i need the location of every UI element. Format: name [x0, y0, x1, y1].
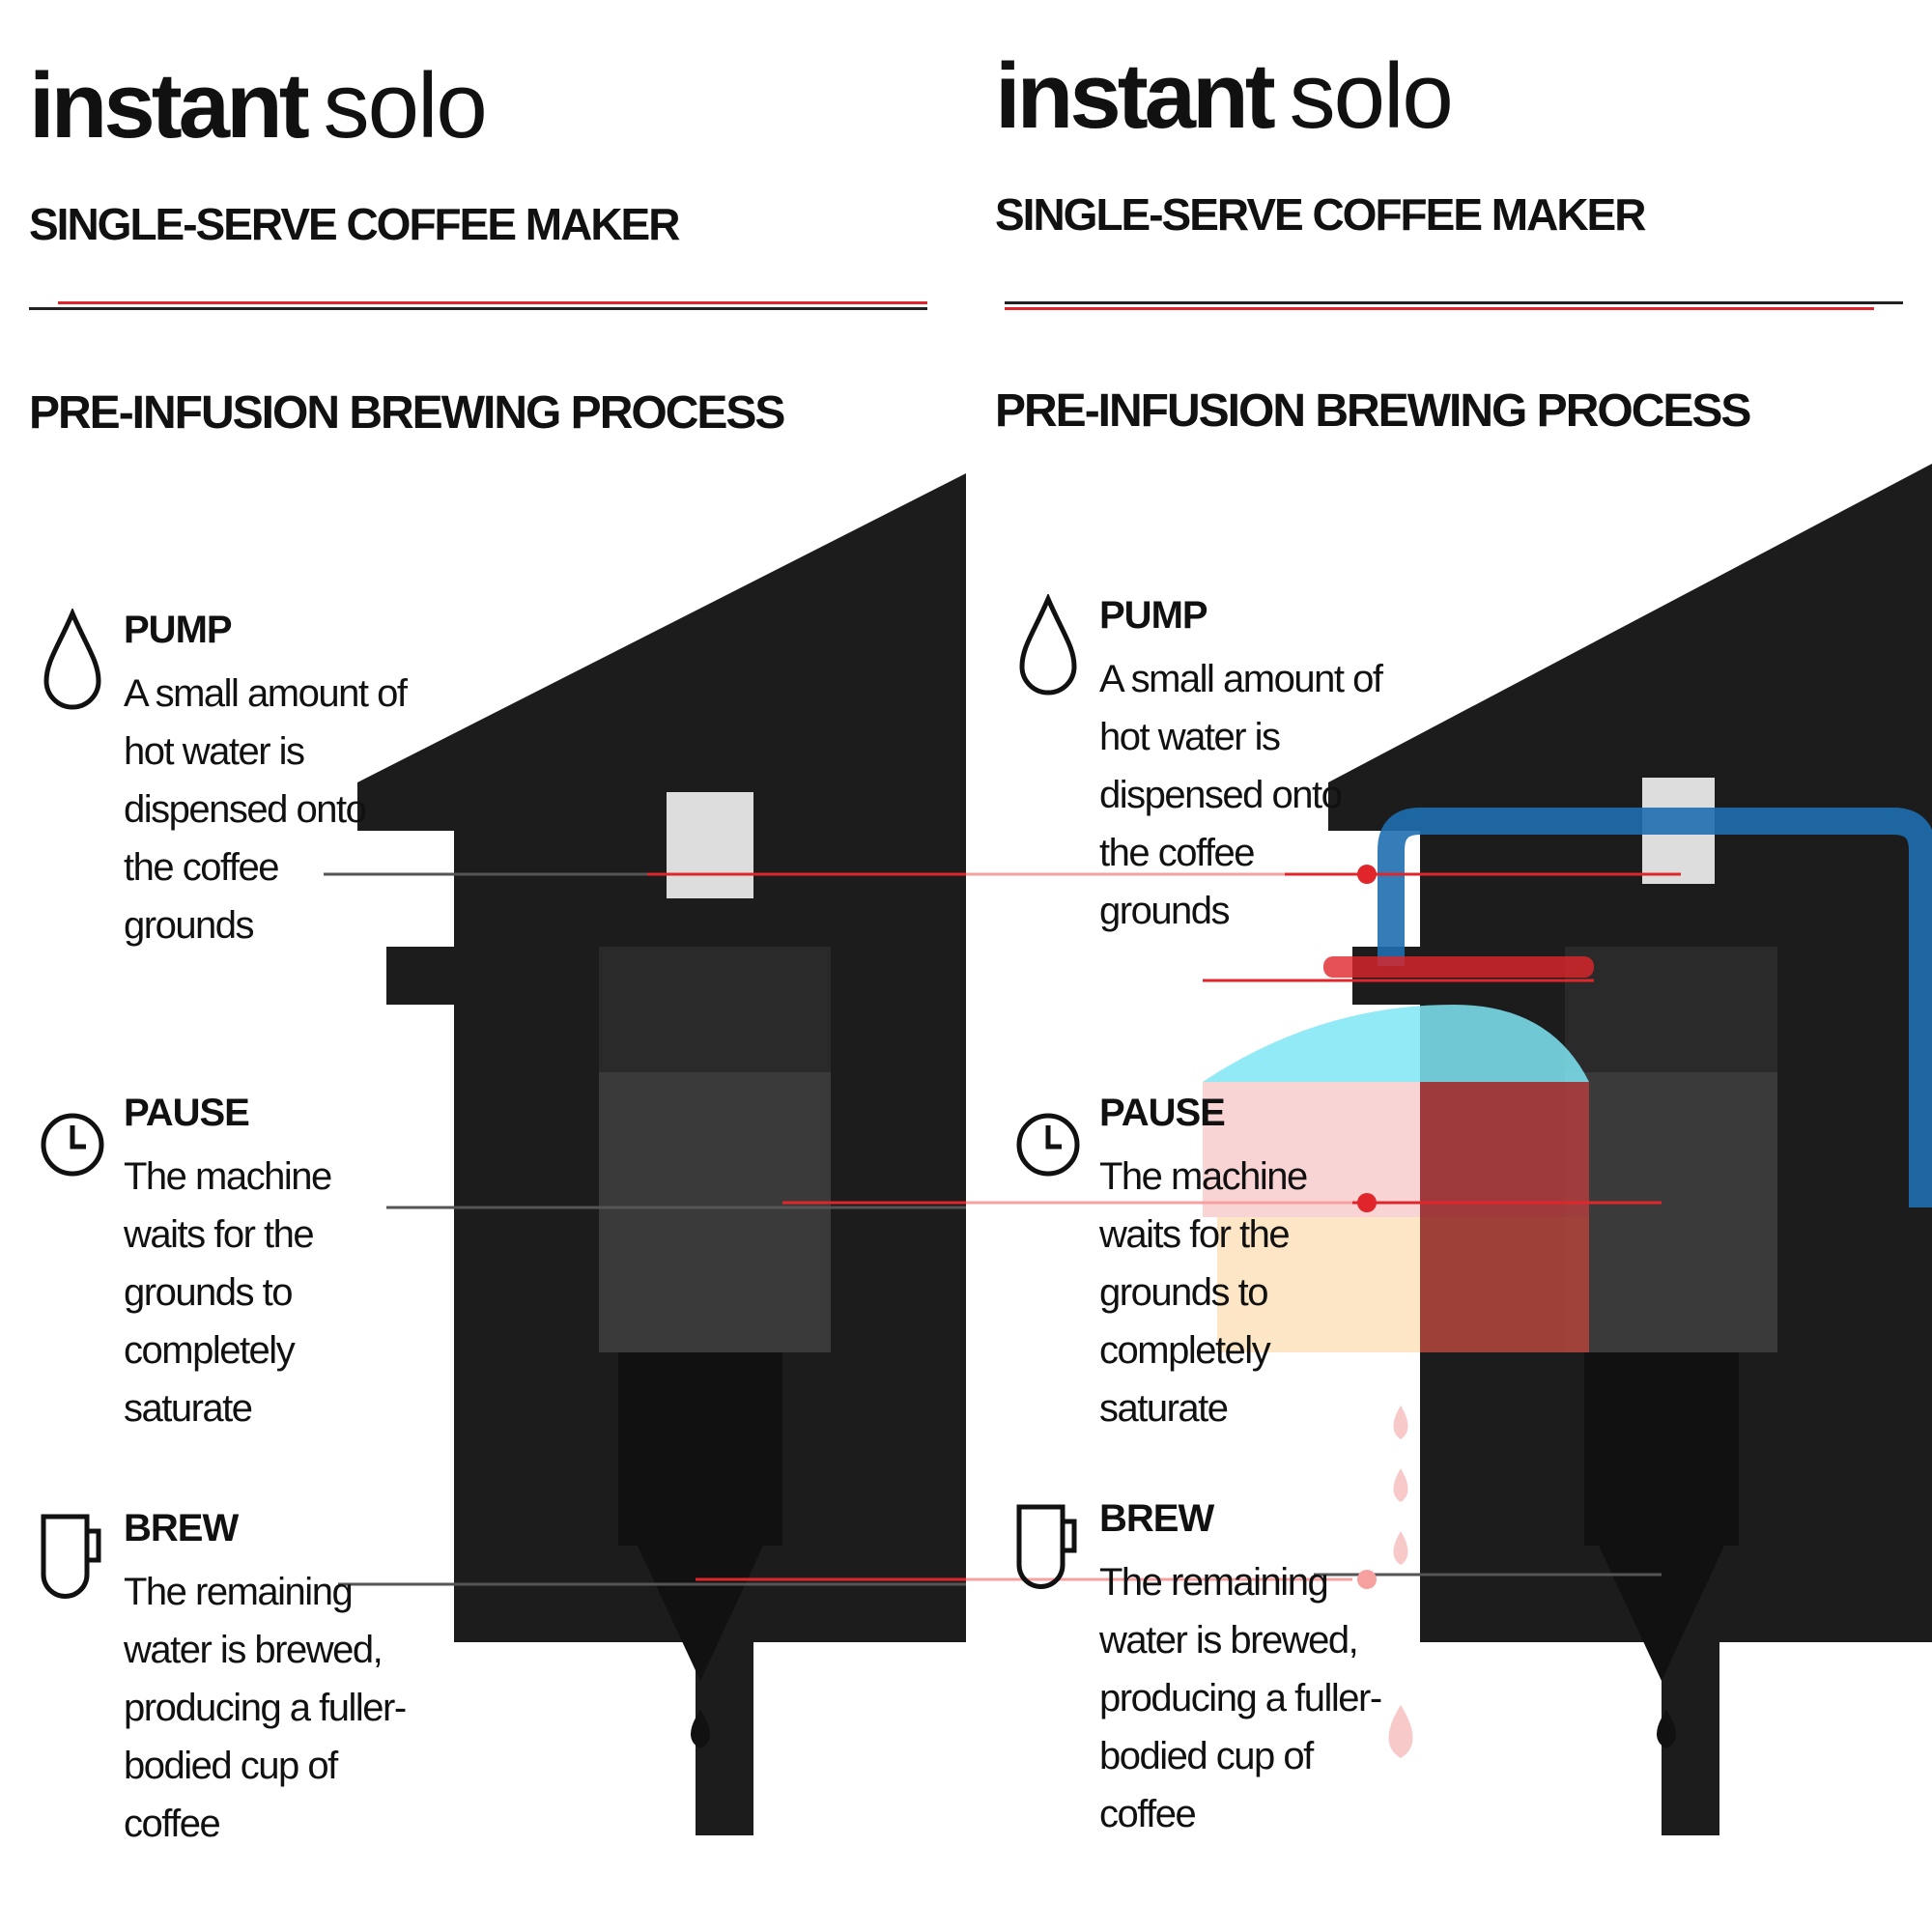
water-drop-icon [43, 609, 101, 710]
step-description: A small amount of hot water is dispensed… [124, 672, 408, 947]
divider-accent [1005, 307, 1874, 310]
step-title: PUMP [124, 609, 233, 651]
step-description: The remaining water is brewed, producing… [124, 1571, 407, 1845]
step-title: BREW [124, 1507, 239, 1549]
step-title: PAUSE [1099, 1092, 1226, 1134]
timer-icon [41, 1113, 104, 1177]
product-subtitle: SINGLE-SERVE COFFEE MAKER [995, 189, 1646, 240]
coffee-maker-cutaway-illustration [324, 473, 966, 1835]
coffee-maker-flow-illustration [966, 464, 1932, 1835]
divider [29, 307, 927, 310]
coffee-cup-icon [41, 1514, 101, 1599]
divider [1005, 301, 1903, 304]
step-description: The machine waits for the grounds to com… [1099, 1155, 1308, 1430]
water-drop-icon [1019, 594, 1077, 696]
step-title: BREW [1099, 1497, 1214, 1540]
step-description: The remaining water is brewed, producing… [1099, 1561, 1382, 1835]
timer-icon [1016, 1113, 1080, 1177]
product-subtitle: SINGLE-SERVE COFFEE MAKER [29, 199, 680, 249]
step-description: A small amount of hot water is dispensed… [1099, 658, 1383, 932]
process-heading: PRE-INFUSION BREWING PROCESS [995, 385, 1751, 437]
coffee-cup-icon [1016, 1504, 1077, 1589]
step-title: PUMP [1099, 594, 1208, 637]
process-heading: PRE-INFUSION BREWING PROCESS [29, 387, 785, 439]
divider-accent [58, 301, 927, 304]
step-title: PAUSE [124, 1092, 250, 1134]
step-description: The machine waits for the grounds to com… [124, 1155, 332, 1430]
